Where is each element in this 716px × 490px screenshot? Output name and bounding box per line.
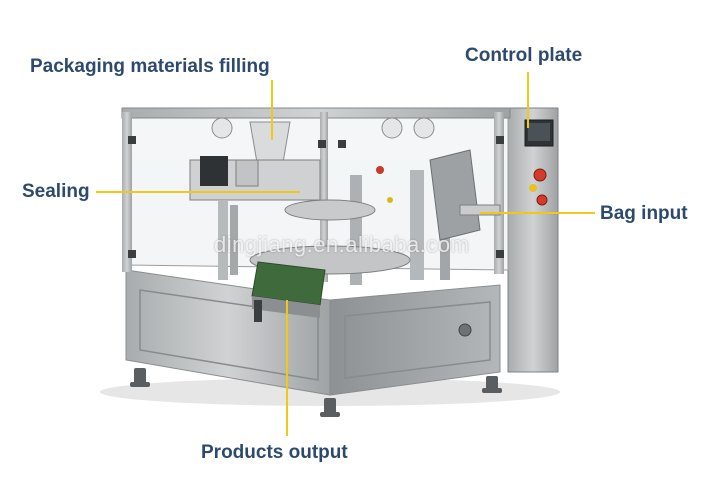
control-cabinet [507, 107, 559, 373]
start-button [529, 184, 537, 192]
watermark: dingjiang.en.alibaba.com [214, 232, 470, 257]
label-packaging-materials-filling: Packaging materials filling [30, 56, 270, 77]
label-bag-input: Bag input [600, 203, 688, 224]
label-sealing: Sealing [22, 181, 90, 202]
label-control-plate: Control plate [465, 45, 583, 66]
panel-knob [458, 323, 472, 337]
internal-mechanism [189, 117, 501, 285]
stop-button [533, 168, 547, 182]
label-products-output: Products output [201, 442, 348, 463]
leader-lines [96, 72, 595, 436]
machine-feet [130, 368, 502, 417]
power-switch [536, 194, 548, 206]
